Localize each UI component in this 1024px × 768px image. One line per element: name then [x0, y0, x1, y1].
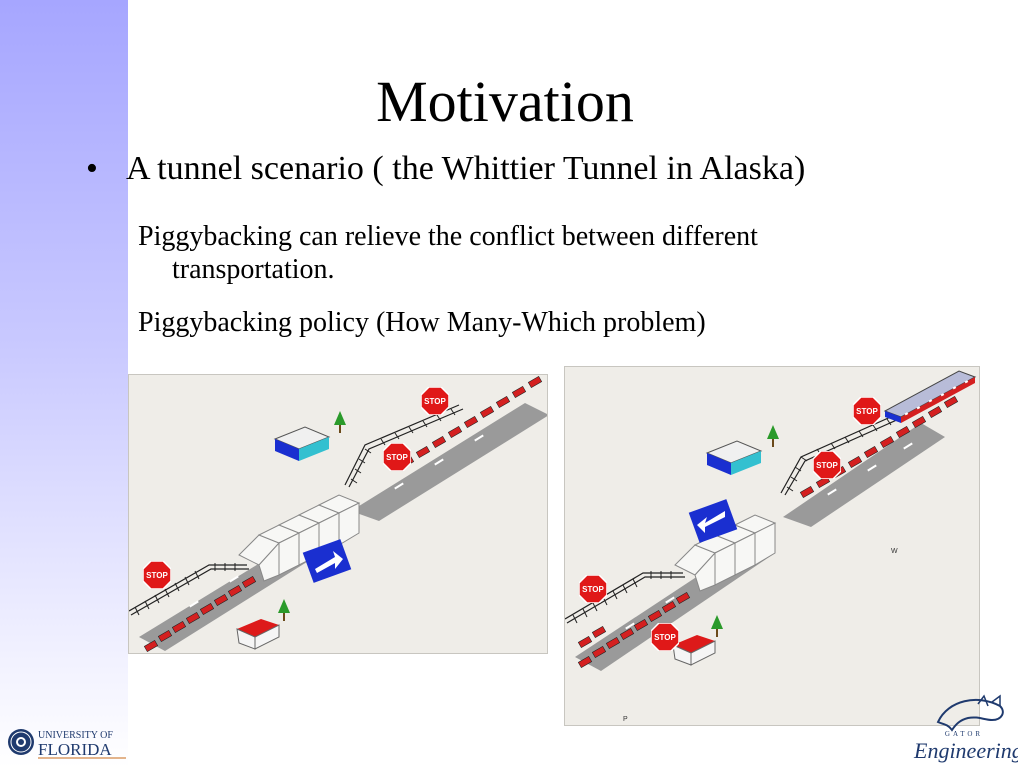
stop-sign-icon: STOP: [651, 623, 679, 651]
gator-engineering-logo: GATOR Engineering: [913, 694, 1018, 763]
stop-sign-label: STOP: [816, 461, 838, 470]
stop-sign-label: STOP: [386, 453, 408, 462]
gator-logo-main-text: Engineering: [913, 738, 1018, 763]
scene-label-p: P: [623, 716, 628, 723]
sidebar-gradient: [0, 0, 128, 768]
subpoint-piggybacking-policy: Piggybacking policy (How Many-Which prob…: [138, 307, 706, 338]
tunnel-scenario-image-left: STOP STOP STOP: [128, 374, 548, 654]
stop-sign-label: STOP: [654, 633, 676, 642]
stop-sign-label: STOP: [424, 397, 446, 406]
subpoint-piggybacking-relief: Piggybacking can relieve the conflict be…: [138, 220, 918, 286]
bullet-text: A tunnel scenario ( the Whittier Tunnel …: [126, 150, 806, 187]
university-of-florida-logo: UNIVERSITY OF FLORIDA: [8, 729, 126, 759]
subpoint-1-line-1: Piggybacking can relieve the conflict be…: [138, 221, 758, 252]
stop-sign-icon: STOP: [383, 443, 411, 471]
stop-sign-label: STOP: [856, 407, 878, 416]
tunnel-scene-illustration: [129, 375, 547, 653]
stop-sign-icon: STOP: [421, 387, 449, 415]
subpoint-1-line-2: transportation.: [172, 254, 335, 285]
stop-sign-icon: STOP: [813, 451, 841, 479]
gator-logo-small-text: GATOR: [945, 730, 983, 738]
scene-label-w: W: [891, 548, 898, 555]
slide-title: Motivation: [376, 69, 634, 134]
tunnel-scene-illustration: W P: [565, 370, 977, 723]
stop-sign-icon: STOP: [579, 575, 607, 603]
uf-logo-top-text: UNIVERSITY OF: [38, 730, 113, 741]
stop-sign-icon: STOP: [143, 561, 171, 589]
stop-sign-icon: STOP: [853, 397, 881, 425]
stop-sign-label: STOP: [146, 571, 168, 580]
bullet-symbol: •: [86, 150, 98, 187]
tunnel-scenario-image-right: W P STOP STOP STOP STOP: [564, 366, 980, 726]
stop-sign-label: STOP: [582, 585, 604, 594]
uf-logo-bottom-text: FLORIDA: [38, 740, 112, 759]
